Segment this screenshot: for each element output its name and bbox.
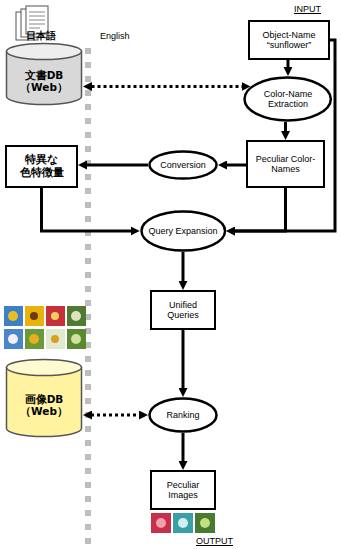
image-thumbnails (4, 306, 86, 349)
node-text: Conversion (160, 160, 206, 170)
flow-arrow (182, 433, 185, 464)
data-box: Peculiar Color-Names (246, 140, 325, 188)
node-text: Unified Queries (156, 300, 210, 321)
language-label: English (100, 31, 130, 41)
node-text: 文書DB （Web） (9, 69, 79, 93)
output-thumbnails (151, 513, 215, 533)
database-cylinder: 文書DB （Web） (5, 42, 83, 106)
cylinder-top (7, 360, 82, 376)
node-text: 特異な 色特徴量 (11, 154, 72, 179)
flow-arrow (286, 60, 289, 70)
database-cylinder: 画像DB （Web） (5, 358, 83, 438)
output-box: Peculiar Images (150, 470, 216, 510)
flow-arrow (182, 252, 185, 284)
ellipse-shape (150, 152, 217, 179)
io-label: INPUT (294, 4, 321, 14)
ellipse-shape (245, 78, 331, 121)
flow-arrow (182, 330, 185, 391)
process-ellipse: Color-Name Extraction (243, 76, 332, 122)
data-box: Unified Queries (150, 290, 216, 330)
data-box: 特異な 色特徴量 (5, 145, 78, 188)
flow-arrow (284, 122, 287, 134)
io-label: OUTPUT (196, 536, 233, 546)
language-label: 日本語 (26, 30, 56, 42)
node-text: Object-Name “sunflower” (254, 30, 324, 51)
node-text: 画像DB （Web） (9, 393, 79, 417)
node-text: Query Expansion (148, 226, 217, 236)
dotted-connector (89, 85, 245, 88)
ellipse-shape (141, 212, 225, 251)
node-text: Peculiar Images (156, 480, 210, 501)
input-box: Object-Name “sunflower” (248, 20, 330, 60)
flow-arrow (224, 164, 246, 167)
cylinder-body (7, 368, 82, 437)
ellipse-shape (150, 399, 217, 432)
cylinder-top (7, 44, 82, 60)
flow-arrow (84, 164, 148, 167)
process-ellipse: Conversion (148, 150, 218, 180)
dotted-connector (89, 414, 142, 417)
process-ellipse: Query Expansion (140, 210, 227, 252)
language-separator (85, 48, 91, 549)
node-text: Peculiar Color-Names (252, 154, 319, 175)
flow-arrow (232, 188, 285, 231)
flow-arrow (232, 40, 335, 231)
process-ellipse: Ranking (148, 397, 218, 433)
node-text: Color-Name Extraction (249, 89, 326, 110)
node-text: Ranking (166, 410, 199, 420)
flow-arrow (42, 188, 134, 231)
